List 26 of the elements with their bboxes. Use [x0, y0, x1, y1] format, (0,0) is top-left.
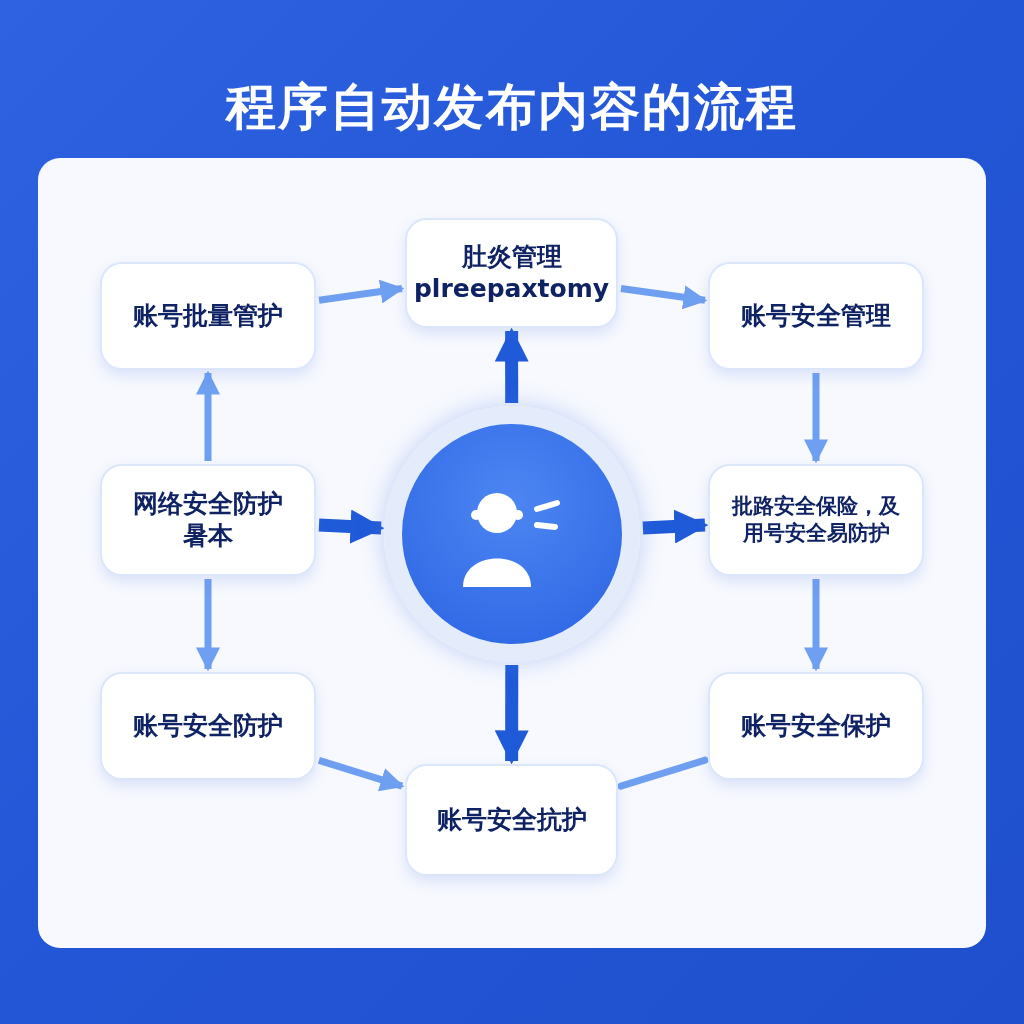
process-box	[708, 464, 924, 576]
process-box	[405, 764, 618, 876]
arrow	[318, 509, 385, 544]
box-label: 账号安全管理	[740, 299, 892, 332]
box-label: 账号批量管护	[132, 299, 284, 332]
process-box	[100, 672, 316, 780]
arrow	[317, 756, 405, 792]
process-box	[100, 464, 316, 576]
process-box	[405, 218, 618, 328]
title: 程序自动发布内容的流程	[224, 77, 799, 138]
box-label: 账号安全保护	[740, 709, 892, 742]
box-label: 网络安全防护暑本	[132, 487, 284, 552]
box-label: 肚炎管理	[460, 240, 563, 273]
box-label: 批路安全保险，及用号安全易防护	[730, 492, 901, 547]
arrow	[494, 327, 529, 403]
arrow	[620, 285, 708, 310]
arrow	[642, 509, 709, 544]
connector-line	[617, 756, 709, 790]
process-box	[708, 672, 924, 780]
box-label: 账号安全抗护	[435, 803, 588, 836]
arrow	[318, 279, 405, 304]
process-box	[708, 262, 924, 370]
box-subtitle: plreepaxtomy	[412, 273, 611, 305]
arrow	[494, 664, 529, 765]
process-box	[100, 262, 316, 370]
box-label: 账号安全防护	[132, 709, 284, 742]
